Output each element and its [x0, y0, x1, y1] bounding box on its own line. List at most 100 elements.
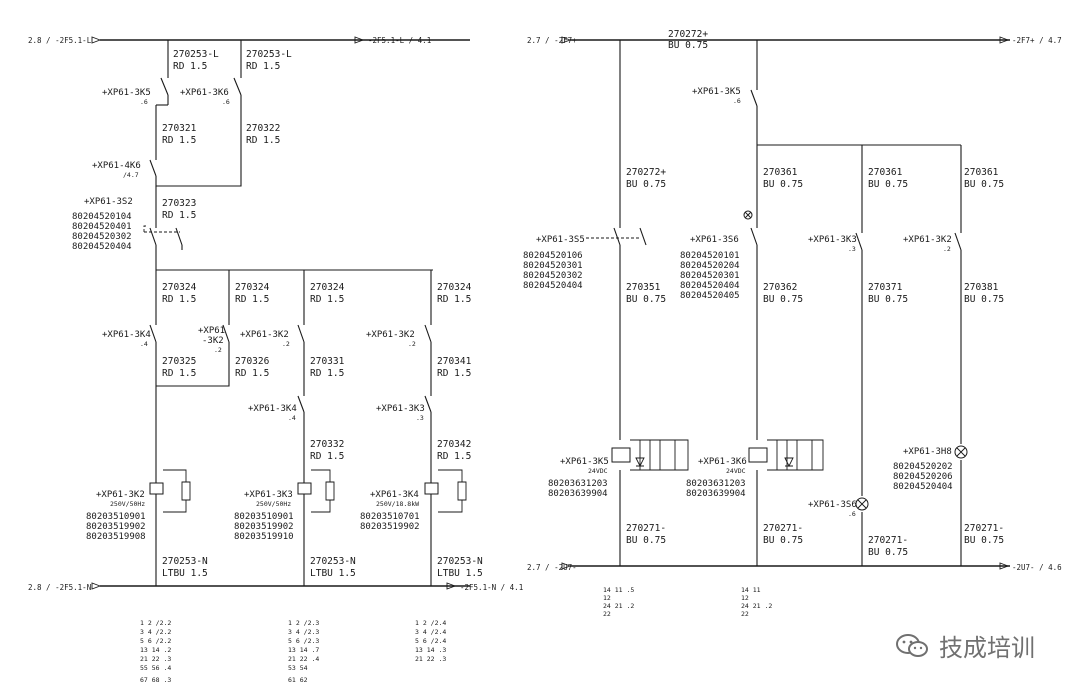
ref-label: .4: [288, 414, 296, 422]
part-number: 80203519902: [234, 522, 294, 532]
arrow-icon: [999, 36, 1010, 44]
xref-row: 13 14 .7: [288, 646, 319, 654]
wire-label: RD 1.5: [235, 294, 269, 305]
wire-label: RD 1.5: [173, 61, 207, 72]
wire-label: BU 0.75: [964, 535, 1004, 546]
contact: [297, 324, 305, 413]
part-number: 80204520404: [680, 281, 740, 291]
coil-k4: +XP61-3K4 250V/18.8kW 80203510701 802035…: [360, 469, 467, 586]
wire-label: BU 0.75: [763, 294, 803, 305]
rating-label: 24VDC: [588, 467, 608, 475]
contact: [750, 89, 758, 246]
device-label: +XP61-3K3: [808, 235, 857, 245]
xref-row: 61 62: [288, 676, 308, 684]
ref-label: /4.7: [123, 171, 139, 179]
left-circuit: 2.8 / -2F5.1-L -2F5.1-L / 4.1 2.8 / -2F5…: [28, 36, 523, 684]
wire-label: 270361: [964, 167, 999, 178]
l-bus-in-label: 2.8 / -2F5.1-L: [28, 36, 92, 45]
device-label: +XP61-3H8: [903, 447, 952, 457]
part-number: 80204520302: [72, 232, 132, 242]
part-number: 80203510701: [360, 512, 420, 522]
wire-label: 270331: [310, 356, 345, 367]
wire-label: RD 1.5: [437, 451, 471, 462]
part-number: 80203631203: [686, 479, 746, 489]
wire-label: 270271-: [626, 523, 666, 534]
arrow-icon: [91, 36, 102, 44]
wire-label: RD 1.5: [162, 135, 196, 146]
wire-label: 270324: [310, 282, 345, 293]
xref-row: 1 2 /2.4: [415, 619, 446, 627]
wire-label: RD 1.5: [437, 294, 471, 305]
device-label: +XP61-3S2: [84, 197, 133, 207]
wire-label: 270324: [437, 282, 472, 293]
wire-label: BU 0.75: [626, 179, 666, 190]
part-number: 80204520101: [680, 251, 740, 261]
part-number: 80203519910: [234, 532, 294, 542]
right-circuit: 2.7 / -2F7+ -2F7+ / 4.7 270272+ BU 0.75 …: [523, 29, 1062, 618]
arrow-icon: [446, 582, 457, 590]
wire: [167, 40, 242, 105]
part-number: 80203519902: [360, 522, 420, 532]
minus-bus-in-label: 2.7 / -2U7-: [527, 563, 577, 572]
arrow-icon: [561, 36, 572, 44]
device-label: +XP61-4K6: [92, 161, 141, 171]
device-label: +XP61-3K4: [248, 404, 297, 414]
wire-label: 270323: [162, 198, 196, 209]
plus-bus-in-label: 2.7 / -2F7+: [527, 36, 577, 45]
xref-row: 1 2 /2.2: [140, 619, 171, 627]
wire-label: BU 0.75: [964, 179, 1004, 190]
xref-row: 13 14 .3: [415, 646, 446, 654]
xref-row: 14 11 .5: [603, 586, 634, 594]
wire-label: RD 1.5: [310, 451, 344, 462]
contact-no: [149, 159, 157, 177]
part-number: 80203519902: [86, 522, 146, 532]
l-bus-out-label: -2F5.1-L / 4.1: [368, 36, 431, 45]
wire-label: BU 0.75: [626, 294, 666, 305]
wire-label: RD 1.5: [310, 368, 344, 379]
part-number: 80204520405: [680, 291, 740, 301]
wire-label: 270272+: [668, 29, 708, 40]
switch-actuator: [143, 225, 180, 233]
wire-label: 270361: [868, 167, 903, 178]
xref-row: 3 4 /2.4: [415, 628, 446, 636]
wire-label: RD 1.5: [246, 135, 280, 146]
part-number: 80203639904: [686, 489, 746, 499]
device-label: +XP61-3K3: [244, 490, 293, 500]
arrow-icon: [999, 562, 1010, 570]
coil-k2: +XP61-3K2 250V/50Hz 80203510901 80203519…: [86, 469, 191, 542]
part-number: 80203639904: [548, 489, 608, 499]
wire-label: LTBU 1.5: [310, 568, 356, 579]
arrow-icon: [354, 36, 365, 44]
arrow-icon: [91, 582, 102, 590]
lamp-cross: [956, 447, 966, 457]
xref-row: 21 22 .4: [288, 655, 319, 663]
wire-label: 270322: [246, 123, 280, 134]
xref-row: 67 68 .3: [140, 676, 171, 684]
lamp-cross: [744, 211, 752, 219]
ref-label: .4: [140, 340, 148, 348]
wire-label: 270324: [235, 282, 270, 293]
xref-table-k2: 1 2 /2.2 3 4 /2.2 5 6 /2.2 13 14 .2 21 2…: [140, 619, 171, 684]
wire-label: LTBU 1.5: [437, 568, 483, 579]
device-label: +XP61-3K4: [102, 330, 151, 340]
wire-label: 270341: [437, 356, 472, 367]
contact: [855, 232, 863, 251]
contact-no: [222, 324, 230, 343]
switch-contact: [613, 227, 621, 246]
wire-label: 270271-: [964, 523, 1004, 534]
wechat-icon: [896, 633, 928, 657]
device-label: +XP61-3S6: [808, 500, 857, 510]
device-label: +XP61: [198, 326, 225, 336]
device-label: +XP61-3K4: [370, 490, 419, 500]
wire-label: BU 0.75: [964, 294, 1004, 305]
arrow-icon: [561, 562, 572, 570]
xref-row: 22: [603, 610, 611, 618]
relay-k5: +XP61-3K5 24VDC 80203631203 80203639904: [548, 439, 689, 499]
xref-row: 3 4 /2.2: [140, 628, 171, 636]
device-label: +XP61-3K6: [180, 88, 229, 98]
device-label: +XP61-3K5: [692, 87, 741, 97]
wire-label: RD 1.5: [310, 294, 344, 305]
xref-row: 21 22 .3: [415, 655, 446, 663]
xref-row: 12: [741, 594, 749, 602]
part-number: 80204520301: [680, 271, 740, 281]
